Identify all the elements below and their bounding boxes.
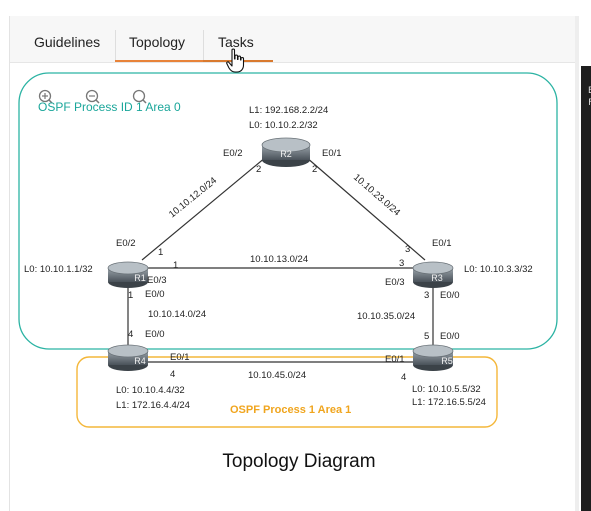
link-r2-r1 — [141, 156, 267, 261]
tab-guidelines[interactable]: Guidelines — [34, 34, 101, 50]
host-label: 1 — [173, 260, 178, 271]
interface-label: E0/0 — [440, 331, 460, 342]
interface-label: E0/0 — [145, 329, 165, 340]
tab-active-underline — [115, 60, 203, 62]
r5-loopback: L0: 10.10.5.5/32 — [412, 384, 481, 395]
r1-loopback: L0: 10.10.1.1/32 — [24, 264, 93, 275]
router-icon-r3[interactable] — [412, 261, 454, 288]
r3-loopback: L0: 10.10.3.3/32 — [464, 264, 533, 275]
network-label: 10.10.13.0/24 — [250, 254, 308, 265]
router-name-r5: R5 — [441, 356, 453, 366]
console-line: E — [588, 86, 591, 96]
host-label: 3 — [424, 290, 429, 301]
hand-cursor-icon — [226, 48, 245, 73]
host-label: 1 — [128, 290, 133, 301]
search-icon[interactable] — [132, 89, 147, 104]
area1-label: OSPF Process 1 Area 1 — [230, 404, 351, 416]
zoom-in-icon[interactable] — [38, 89, 53, 104]
network-label: 10.10.35.0/24 — [357, 311, 415, 322]
zoom-out-icon[interactable] — [85, 89, 100, 104]
router-icon-r2[interactable] — [261, 137, 311, 167]
interface-label: E0/2 — [116, 238, 136, 249]
router-name-r4: R4 — [134, 356, 146, 366]
host-label: 5 — [424, 331, 429, 342]
tab-divider — [115, 30, 116, 62]
interface-label: E0/3 — [147, 275, 167, 286]
interface-label: E0/0 — [145, 289, 165, 300]
host-label: 4 — [128, 329, 133, 340]
router-name-r3: R3 — [431, 273, 443, 283]
host-label: 3 — [405, 244, 410, 255]
router-icon-r5[interactable] — [412, 344, 454, 371]
area1-boundary — [76, 356, 498, 428]
r4-loopback: L1: 172.16.4.4/24 — [116, 400, 190, 411]
interface-label: E0/2 — [223, 148, 243, 159]
interface-label: E0/0 — [440, 290, 460, 301]
router-name-r2: R2 — [280, 149, 292, 159]
host-label: 2 — [312, 164, 317, 175]
area0-label: OSPF Process ID 1 Area 0 — [38, 100, 181, 114]
console-line: F — [588, 98, 591, 108]
tab-bar: Guidelines Topology Tasks — [10, 16, 576, 63]
host-label: 1 — [158, 247, 163, 258]
interface-label: E0/3 — [385, 277, 405, 288]
host-label: 4 — [401, 372, 406, 383]
content-frame: Guidelines Topology Tasks — [9, 16, 577, 511]
tab-tasks[interactable]: Tasks — [218, 34, 254, 50]
console-panel — [581, 66, 591, 511]
interface-label: E0/1 — [170, 352, 190, 363]
interface-label: E0/1 — [432, 238, 452, 249]
tab-divider — [203, 30, 204, 62]
host-label: 4 — [170, 369, 175, 380]
r5-loopback: L1: 172.16.5.5/24 — [412, 397, 486, 408]
network-label: 10.10.14.0/24 — [148, 309, 206, 320]
interface-label: E0/1 — [385, 354, 405, 365]
router-name-r1: R1 — [134, 273, 146, 283]
scrollbar[interactable] — [575, 16, 579, 511]
network-label: 10.10.23.0/24 — [351, 172, 402, 218]
link-r2-r3 — [305, 156, 426, 261]
diagram-title: Topology Diagram — [222, 451, 375, 472]
r4-loopback: L0: 10.10.4.4/32 — [116, 385, 185, 396]
network-label: 10.10.45.0/24 — [248, 370, 306, 381]
host-label: 2 — [256, 164, 261, 175]
router-icon-r4[interactable] — [107, 344, 149, 371]
router-icon-r1[interactable] — [107, 261, 149, 288]
host-label: 3 — [399, 258, 404, 269]
tab-topology[interactable]: Topology — [129, 34, 186, 50]
area0-boundary — [18, 72, 558, 350]
r2-loopback: L1: 192.168.2.2/24 — [249, 105, 328, 116]
r2-loopback: L0: 10.10.2.2/32 — [249, 120, 318, 131]
interface-label: E0/1 — [322, 148, 342, 159]
network-label: 10.10.12.0/24 — [167, 175, 219, 220]
